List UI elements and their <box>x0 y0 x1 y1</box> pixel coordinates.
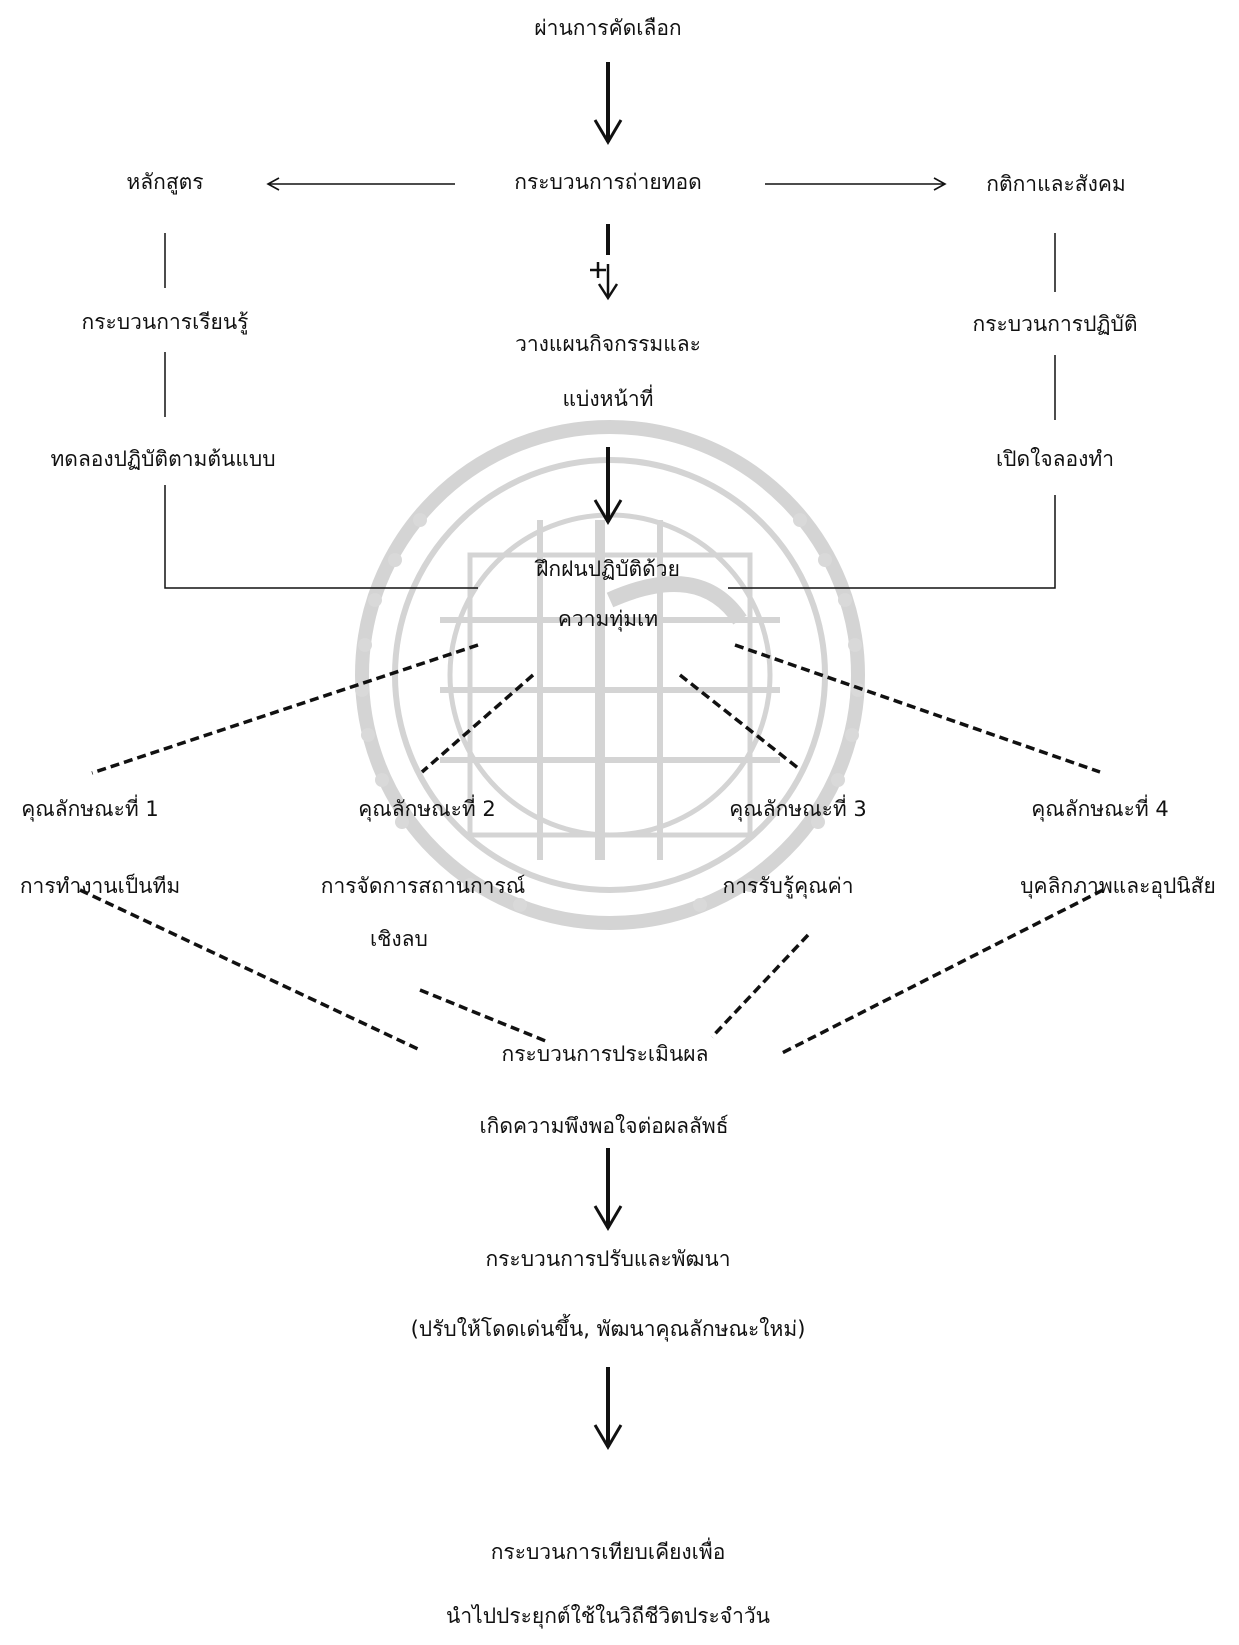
node-open-mind: เปิดใจลองทำ <box>995 447 1115 471</box>
line-try-to-practice <box>164 485 478 589</box>
arrow-satisfaction-to-improve <box>593 1148 623 1231</box>
arrow-transfer-to-plan <box>590 224 619 301</box>
dash-char1-eval <box>79 888 421 1052</box>
node-practice-process: กระบวนการปฏิบัติ <box>972 312 1138 336</box>
node-char1-desc: การทำงานเป็นทีม <box>19 874 181 898</box>
node-plan-line1: วางแผนกิจกรรมและ <box>515 332 701 356</box>
node-char4-desc: บุคลิกภาพและอุปนิสัย <box>1020 874 1216 898</box>
arrow-selection-to-transfer <box>593 62 623 145</box>
dash-practice-char3 <box>678 673 800 770</box>
node-compare: กระบวนการเทียบเคียงเพื่อ <box>490 1540 726 1564</box>
node-curriculum: หลักสูตร <box>126 170 204 194</box>
node-char2-desc-line1: การจัดการสถานการณ์ <box>320 874 526 898</box>
node-improve-note: (ปรับให้โดดเด่นขึ้น, พัฒนาคุณลักษณะใหม่) <box>410 1317 806 1341</box>
node-satisfaction: เกิดความพึงพอใจต่อผลลัพธ์ <box>479 1114 729 1138</box>
node-dedicated-line2: ความทุ่มเท <box>557 607 659 631</box>
node-improve: กระบวนการปรับและพัฒนา <box>485 1247 731 1271</box>
node-char3-title: คุณลักษณะที่ 3 <box>729 797 867 821</box>
dash-char2-eval <box>419 988 549 1044</box>
node-dedicated-line1: ฝึกฝนปฏิบัติด้วย <box>536 557 680 581</box>
arrow-improve-to-compare <box>593 1367 623 1450</box>
dash-practice-char4 <box>734 643 1101 774</box>
node-social-rules: กติกาและสังคม <box>986 172 1126 196</box>
node-char4-title: คุณลักษณะที่ 4 <box>1031 797 1169 821</box>
node-evaluation: กระบวนการประเมินผล <box>501 1042 709 1066</box>
node-passed-selection: ผ่านการคัดเลือก <box>534 16 682 40</box>
node-char2-desc-line2: เชิงลบ <box>370 927 428 951</box>
dash-char4-eval <box>781 888 1104 1055</box>
node-char2-title: คุณลักษณะที่ 2 <box>358 797 496 821</box>
node-char3-desc: การรับรู้คุณค่า <box>722 874 854 898</box>
node-learning-process: กระบวนการเรียนรู้ <box>81 310 249 334</box>
node-apply: นำไปประยุกต์ใช้ในวิถีชีวิตประจำวัน <box>445 1604 771 1628</box>
node-plan-line2: แบ่งหน้าที่ <box>562 387 654 411</box>
dash-practice-char2 <box>420 673 535 774</box>
node-transfer-process: กระบวนการถ่ายทอด <box>514 170 702 194</box>
node-char1-title: คุณลักษณะที่ 1 <box>21 797 159 821</box>
arrow-plan-to-practice <box>593 447 623 525</box>
node-try-model: ทดลองปฏิบัติตามต้นแบบ <box>50 447 276 471</box>
dash-practice-char1 <box>91 643 479 775</box>
line-open-to-practice <box>728 495 1056 589</box>
dash-char3-eval <box>710 933 810 1039</box>
